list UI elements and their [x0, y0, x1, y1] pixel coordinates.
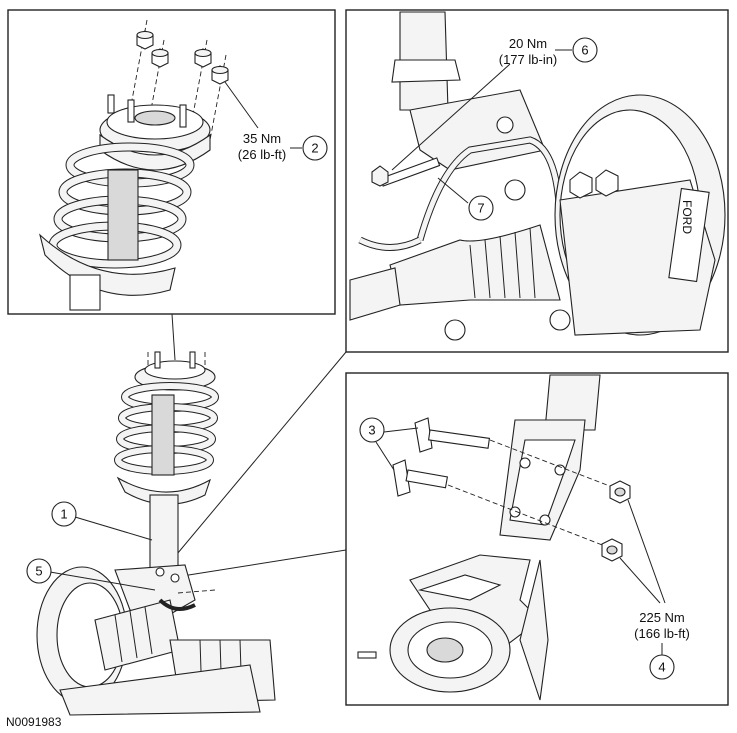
cv-boot [349, 224, 561, 321]
torque-label-lbin: (177 lb-in) [499, 52, 558, 67]
callout-1 [51, 501, 77, 527]
caliper-marking: FORD [680, 200, 694, 234]
callout-1-group: 1 [51, 501, 153, 541]
figure-code: N0091983 [6, 715, 62, 729]
main-coil-spring [114, 382, 219, 476]
lower-strut-bolts [392, 417, 621, 549]
callout-7 [468, 195, 494, 221]
wheel-hub [357, 559, 549, 701]
callout-6-group: 20 Nm (177 lb-in) 6 [391, 36, 598, 171]
callout-4-group: 225 Nm (166 lb-ft) 4 [619, 499, 690, 680]
torque-label-nm: 35 Nm [243, 131, 281, 146]
lower-nut-group [601, 480, 631, 562]
main-strut-assembly [36, 351, 276, 716]
callout-2 [302, 135, 328, 161]
lower-spring-seat [39, 233, 176, 311]
brake-hose-bolt [371, 157, 441, 187]
callout-5-group: 5 [26, 558, 156, 591]
coil-spring [48, 142, 195, 269]
inset-leader-lines [161, 313, 347, 578]
inset-mount-nuts: 35 Nm (26 lb-ft) 2 [7, 9, 336, 315]
torque-label-nm: 225 Nm [639, 610, 685, 625]
callout-3-number: 3 [368, 423, 375, 438]
callout-2-number: 2 [311, 141, 318, 156]
brake-caliper: FORD [444, 169, 716, 341]
mount-nut-group [131, 19, 229, 141]
callout-4 [649, 654, 675, 680]
inset-lower-bolts: 3 225 Nm (166 lb-ft) 4 [345, 372, 729, 706]
callout-5-number: 5 [35, 564, 42, 579]
callout-5 [26, 558, 52, 584]
callout-3 [359, 417, 385, 443]
callout-3-group: 3 [359, 417, 419, 471]
callout-2-group: 35 Nm (26 lb-ft) 2 [224, 81, 328, 162]
torque-label-lbft: (26 lb-ft) [238, 147, 286, 162]
callout-1-number: 1 [60, 507, 67, 522]
callout-7-group: 7 [437, 177, 494, 221]
torque-label-nm: 20 Nm [509, 36, 547, 51]
inset-brake-hose: FORD 20 Nm (177 lb-in) 6 7 [345, 9, 729, 353]
torque-label-lbft: (166 lb-ft) [634, 626, 690, 641]
callout-7-number: 7 [477, 201, 484, 216]
callout-4-number: 4 [658, 660, 665, 675]
callout-6 [572, 37, 598, 63]
callout-6-number: 6 [581, 43, 588, 58]
